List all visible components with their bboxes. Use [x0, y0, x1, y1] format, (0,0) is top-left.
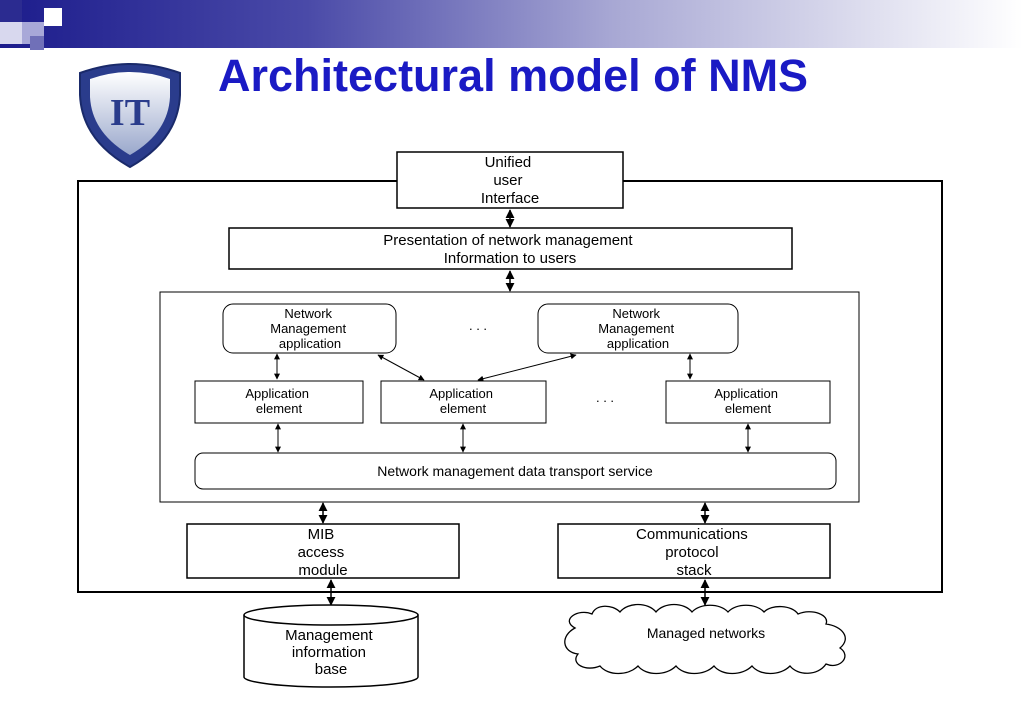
- uui-line: user: [493, 172, 522, 189]
- page-title: Architectural model of NMS: [218, 50, 809, 101]
- outer-frame: [77, 180, 943, 593]
- nma-line: Network: [612, 306, 660, 321]
- nma-box-right: [537, 303, 739, 354]
- arrow: [377, 354, 425, 381]
- mib-access-line: access: [298, 544, 345, 561]
- decor-square: [30, 36, 44, 50]
- nma-line: Network: [284, 306, 332, 321]
- ellipsis: . . .: [596, 390, 614, 405]
- uui-box: [396, 151, 624, 209]
- decor-square: [44, 8, 62, 26]
- uui-line: Unified: [485, 154, 532, 171]
- ae-box: [380, 380, 547, 424]
- mib-access-line: MIB: [308, 526, 335, 543]
- comm-line: stack: [676, 562, 712, 579]
- transport-box: [194, 452, 837, 490]
- svg-text:Presentation of network manage: Presentation of network management Infor…: [383, 232, 636, 267]
- svg-text:Application element: Application element: [429, 386, 496, 416]
- logo-text: IT: [110, 92, 150, 134]
- nma-line: application: [279, 336, 341, 351]
- svg-text:Management information: Management information base: [285, 627, 377, 678]
- transport-label: Network management data transport servic…: [377, 463, 653, 479]
- svg-text:Network Management app: Network Management application: [270, 306, 350, 351]
- ae-box: [194, 380, 364, 424]
- svg-text:Application element: Application element: [245, 386, 312, 416]
- comm-line: Communications: [636, 526, 748, 543]
- mib-db-line: base: [315, 661, 348, 678]
- ae-line: element: [440, 401, 487, 416]
- cloud-label: Managed networks: [647, 625, 765, 641]
- nma-line: application: [607, 336, 669, 351]
- ae-box: [665, 380, 831, 424]
- decor-square: [0, 22, 22, 44]
- ae-line: Application: [714, 386, 778, 401]
- presentation-box: [228, 227, 793, 270]
- inner-frame: [159, 291, 860, 503]
- database-cylinder: [243, 604, 419, 688]
- svg-text:Unified user Interface: Unified user Interface: [481, 154, 539, 207]
- header-bar: [0, 0, 1023, 48]
- mib-access-box: [186, 523, 460, 579]
- arrow: [477, 353, 577, 382]
- logo: IT: [79, 63, 181, 169]
- svg-text:Communications protocol: Communications protocol stack: [636, 526, 752, 579]
- presentation-line: Information to users: [444, 250, 577, 267]
- mib-db-line: Management: [285, 627, 373, 644]
- decor-square: [0, 0, 22, 22]
- mib-access-line: module: [298, 562, 347, 579]
- comm-line: protocol: [665, 544, 718, 561]
- ae-line: element: [725, 401, 772, 416]
- nma-line: Management: [270, 321, 346, 336]
- svg-text:Application element: Application element: [714, 386, 781, 416]
- ellipsis: . . .: [469, 318, 487, 333]
- svg-text:Network Management app: Network Management application: [598, 306, 678, 351]
- mib-db-line: information: [292, 644, 366, 661]
- nma-line: Management: [598, 321, 674, 336]
- uui-line: Interface: [481, 190, 539, 207]
- ae-line: Application: [429, 386, 493, 401]
- svg-text:MIB access module: MIB access module: [298, 526, 349, 579]
- nma-box-left: [222, 303, 397, 354]
- comm-box: [557, 523, 831, 579]
- ae-line: Application: [245, 386, 309, 401]
- cloud-shape: [564, 603, 846, 675]
- ae-line: element: [256, 401, 303, 416]
- presentation-line: Presentation of network management: [383, 232, 633, 249]
